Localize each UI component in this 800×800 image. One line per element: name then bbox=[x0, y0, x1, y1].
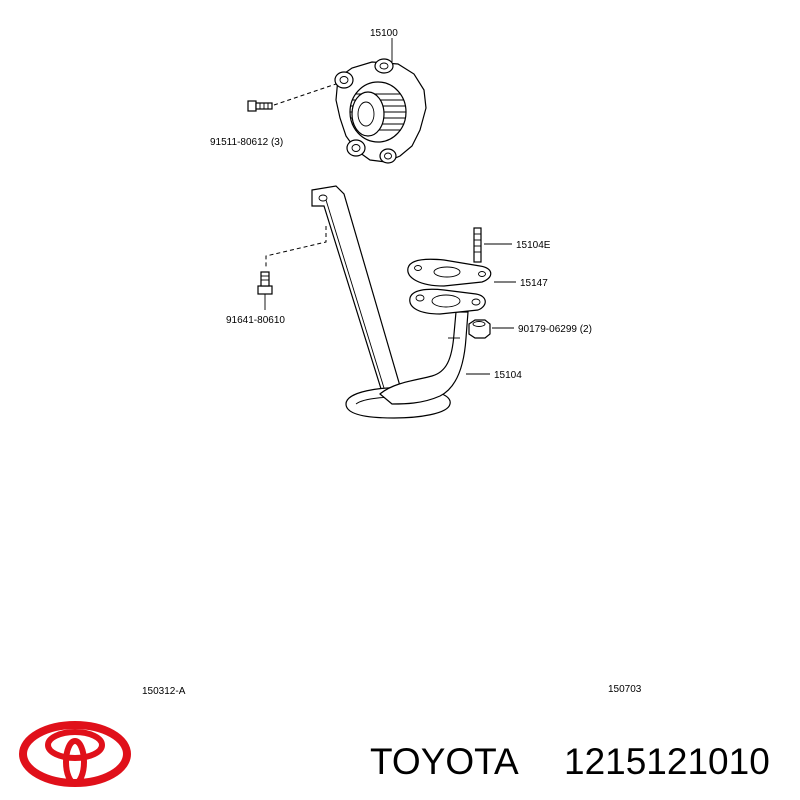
toyota-logo bbox=[19, 721, 131, 787]
part-number: 1215121010 bbox=[564, 741, 770, 782]
label-15104e: 15104E bbox=[516, 240, 551, 251]
oil-strainer-drawing bbox=[265, 185, 490, 419]
brand-name: TOYOTA bbox=[370, 741, 519, 782]
oil-pump-drawing bbox=[247, 38, 427, 164]
label-pump-bolt: 91511-80612 (3) bbox=[210, 137, 283, 148]
diagram-code-right: 150703 bbox=[608, 684, 642, 695]
nut-drawing bbox=[468, 319, 514, 339]
stud-drawing bbox=[473, 227, 512, 263]
diagram-code-left: 150312-A bbox=[142, 686, 186, 697]
label-15104: 15104 bbox=[494, 370, 522, 381]
label-stay-bolt: 91641-80610 bbox=[226, 315, 285, 326]
pump-bolt-drawing bbox=[247, 100, 273, 112]
label-15100: 15100 bbox=[370, 28, 398, 39]
gasket-drawing bbox=[407, 258, 516, 287]
label-15147: 15147 bbox=[520, 278, 548, 289]
label-strainer-nut: 90179-06299 (2) bbox=[518, 324, 592, 335]
stay-bolt-drawing bbox=[257, 271, 273, 310]
